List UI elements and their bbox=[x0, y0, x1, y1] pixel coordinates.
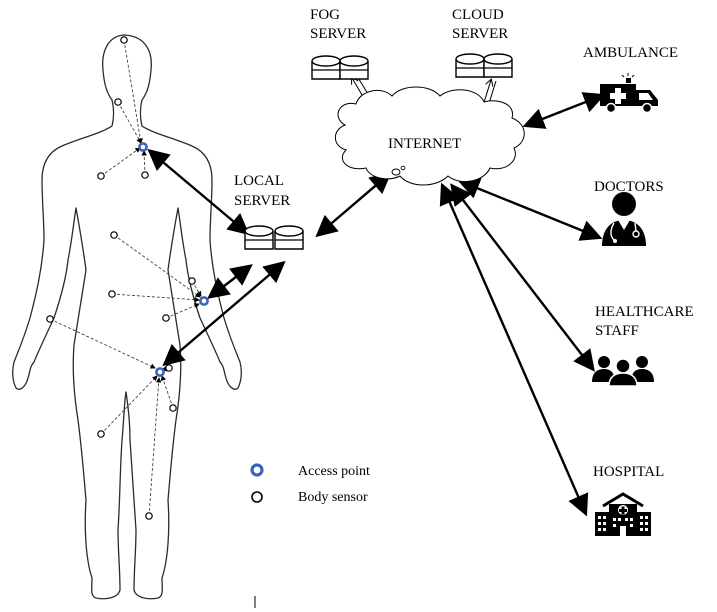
body-sensor bbox=[47, 316, 53, 322]
doctors-label: DOCTORS bbox=[594, 179, 664, 195]
legend: Access point Body sensor bbox=[252, 464, 370, 505]
staff-group-icon bbox=[592, 356, 654, 386]
sensor-links bbox=[50, 40, 201, 516]
local-server bbox=[245, 225, 303, 249]
doctor-icon bbox=[602, 192, 646, 246]
body-sensor bbox=[166, 365, 172, 371]
access-point-neck bbox=[139, 143, 146, 150]
body-sensor bbox=[98, 173, 104, 179]
local-server-label-2: SERVER bbox=[234, 193, 290, 209]
database-icon bbox=[456, 54, 484, 77]
body-sensor bbox=[142, 172, 148, 178]
body-sensor bbox=[146, 513, 152, 519]
legend-body-sensor-label: Body sensor bbox=[298, 490, 368, 505]
link-internet-ambulance bbox=[527, 96, 601, 125]
fog-server-label-1: FOG bbox=[310, 7, 340, 23]
fog-server-label-2: SERVER bbox=[310, 26, 366, 42]
hospital-label: HOSPITAL bbox=[593, 464, 664, 480]
legend-body-sensor-marker bbox=[252, 492, 262, 502]
link-neck-local bbox=[151, 152, 246, 232]
body-sensor bbox=[163, 315, 169, 321]
body-sensor bbox=[115, 99, 121, 105]
ambulance-label: AMBULANCE bbox=[583, 45, 678, 61]
link-internet-doctors bbox=[462, 182, 598, 237]
body-sensor bbox=[98, 431, 104, 437]
legend-access-point-label: Access point bbox=[298, 464, 370, 479]
body-sensor bbox=[189, 278, 195, 284]
link-local-internet bbox=[319, 175, 388, 234]
hospital-icon bbox=[595, 494, 651, 536]
body-sensor bbox=[170, 405, 176, 411]
legend-access-point-marker bbox=[252, 465, 262, 475]
healthcare-staff-label-1: HEALTHCARE bbox=[595, 304, 694, 320]
link-leg-local bbox=[166, 264, 282, 363]
link-internet-staff bbox=[453, 187, 592, 368]
access-points bbox=[139, 143, 207, 375]
cloud-server-label-2: SERVER bbox=[452, 26, 508, 42]
cloud-server bbox=[456, 54, 512, 77]
access-point-leg bbox=[156, 368, 163, 375]
ambulance-icon bbox=[600, 73, 658, 113]
database-icon bbox=[312, 56, 340, 79]
link-internet-hospital bbox=[443, 187, 585, 512]
body-sensor bbox=[121, 37, 127, 43]
cloud-server-label-1: CLOUD bbox=[452, 7, 504, 23]
body-sensor bbox=[111, 232, 117, 238]
fog-server bbox=[312, 56, 368, 79]
database-icon bbox=[245, 226, 273, 249]
link-hip-local bbox=[211, 267, 249, 296]
body-sensor bbox=[109, 291, 115, 297]
internet-label: INTERNET bbox=[388, 136, 461, 152]
healthcare-staff-label-2: STAFF bbox=[595, 323, 639, 339]
local-server-label-1: LOCAL bbox=[234, 173, 284, 189]
access-point-hip bbox=[200, 297, 207, 304]
